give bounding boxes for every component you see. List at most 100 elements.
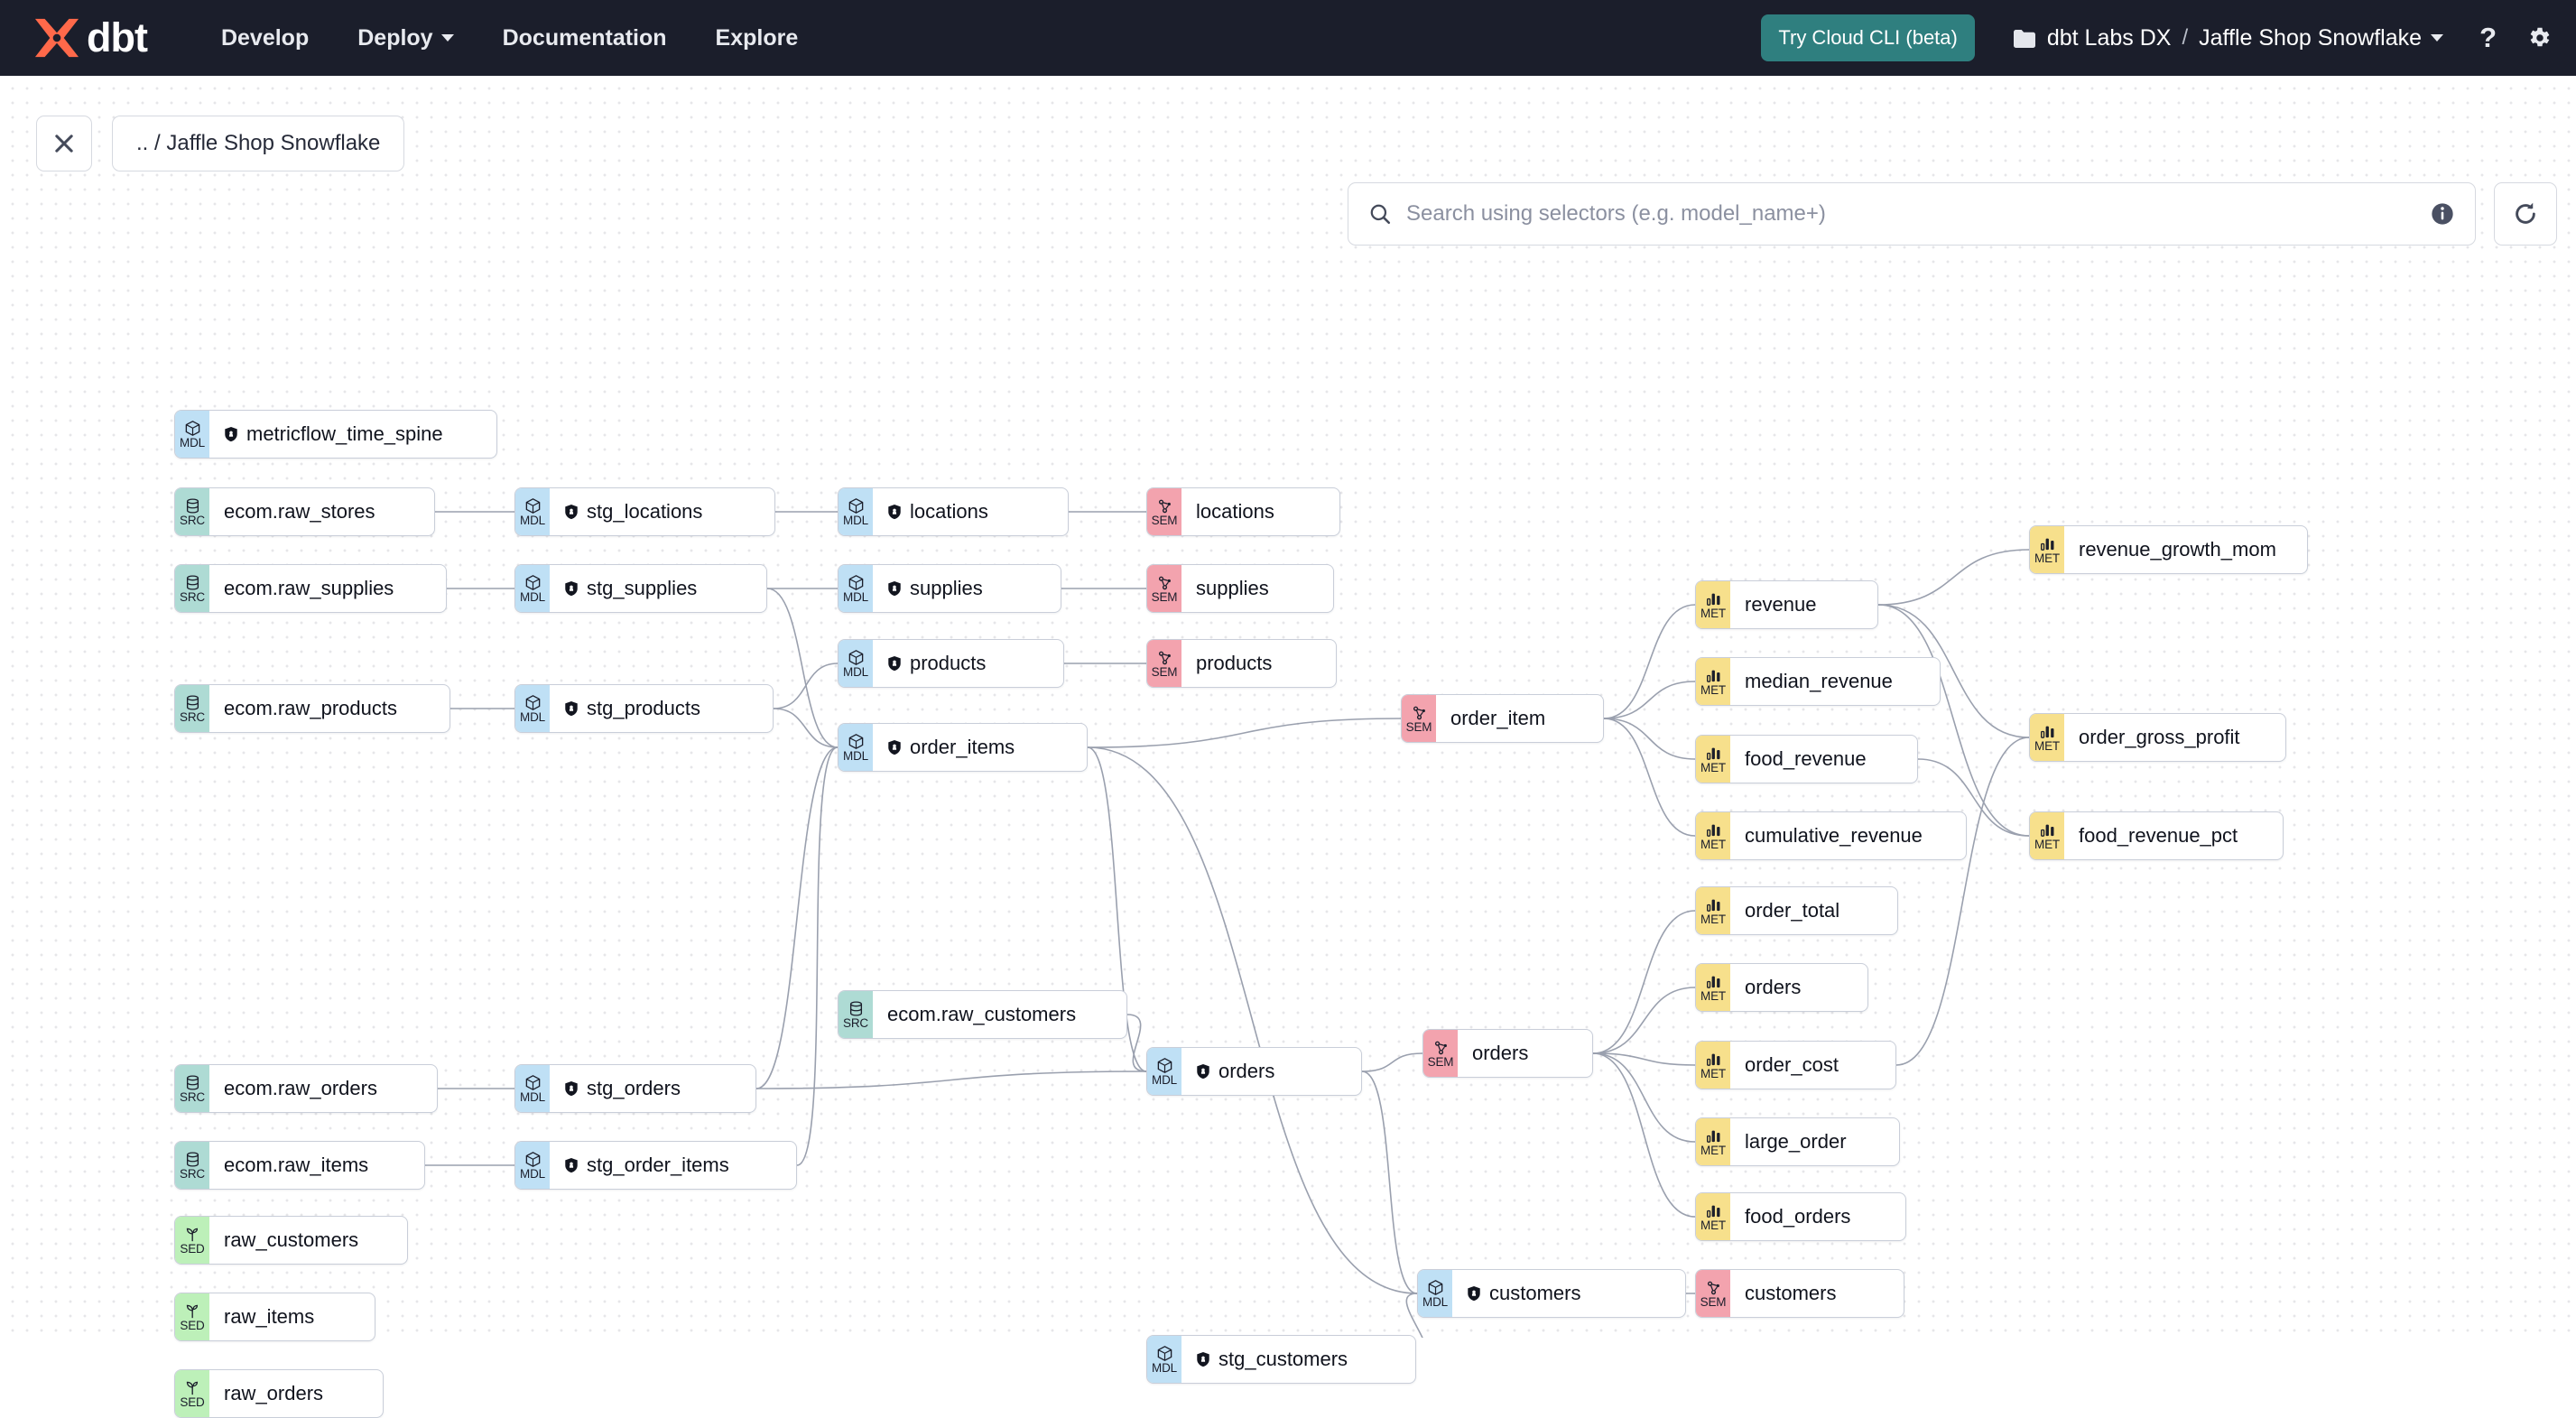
shield-icon	[1197, 1352, 1209, 1367]
node-body: food_revenue_pct	[2064, 812, 2254, 859]
badge-icon-wrap	[1705, 1278, 1722, 1296]
nav-link-documentation[interactable]: Documentation	[503, 25, 667, 51]
node-body: large_order	[1730, 1118, 1863, 1165]
node-label: supplies	[1196, 577, 1269, 599]
contracted-shield-icon	[887, 504, 902, 520]
node-body: order_gross_profit	[2064, 714, 2256, 761]
close-button[interactable]	[36, 116, 92, 171]
try-cloud-cli-button[interactable]: Try Cloud CLI (beta)	[1761, 14, 1975, 61]
seedling-icon	[186, 1304, 198, 1319]
node-body: ecom.raw_orders	[209, 1065, 394, 1112]
dbt-logo[interactable]: dbt	[31, 14, 148, 61]
lineage-graph-canvas[interactable]: .. / Jaffle Shop Snowflake MDLmetricflow…	[0, 76, 2576, 1418]
info-icon[interactable]	[2430, 201, 2455, 227]
node-label: order_items	[910, 736, 1015, 758]
nav-link-deploy[interactable]: Deploy	[357, 25, 454, 51]
node-label: order_total	[1745, 899, 1840, 922]
node-type-label: MET	[1700, 1219, 1726, 1232]
bar-chart-icon	[1706, 670, 1719, 682]
account-project-breadcrumb: dbt Labs DX / Jaffle Shop Snowflake	[2013, 24, 2444, 51]
node-body: food_revenue	[1730, 736, 1883, 783]
node-body: products	[1181, 640, 1288, 687]
network-graph-icon	[1413, 706, 1425, 720]
gear-icon[interactable]	[2525, 24, 2553, 51]
account-name[interactable]: dbt Labs DX	[2046, 24, 2172, 51]
lineage-edge	[773, 708, 839, 748]
node-label: raw_orders	[224, 1382, 324, 1404]
lineage-edge	[1592, 1052, 1696, 1143]
node-label: stg_order_items	[587, 1154, 729, 1176]
help-icon[interactable]: ?	[2479, 22, 2497, 53]
nav-explore-label: Explore	[715, 24, 799, 51]
node-body: stg_products	[550, 685, 717, 732]
node-label: ecom.raw_orders	[224, 1077, 377, 1099]
cube-icon	[848, 498, 863, 514]
refresh-button[interactable]	[2494, 182, 2557, 246]
node-type-label: MET	[2034, 551, 2060, 565]
nav-link-develop[interactable]: Develop	[221, 25, 309, 51]
cube-icon	[848, 575, 863, 590]
node-type-label: MET	[1700, 1144, 1726, 1157]
chevron-down-icon	[2431, 34, 2444, 42]
search-bar[interactable]	[1348, 182, 2476, 246]
nav-link-explore[interactable]: Explore	[716, 25, 799, 51]
node-type-label: SEM	[1151, 665, 1178, 679]
node-label: stg_products	[587, 697, 700, 719]
node-type-badge-met: MET	[1696, 1193, 1730, 1240]
lineage-edge	[1877, 604, 2030, 837]
graph-node-met_large_order[interactable]: MET large_order	[1695, 1117, 1900, 1166]
node-body: orders	[1181, 1048, 1291, 1095]
node-type-label: MDL	[843, 514, 868, 527]
node-label: median_revenue	[1745, 670, 1893, 692]
graph-node-met_revenue_growth_mom[interactable]: MET revenue_growth_mom	[2029, 525, 2308, 574]
node-body: ecom.raw_products	[209, 685, 413, 732]
search-input[interactable]	[1406, 201, 2430, 227]
project-selector[interactable]: Jaffle Shop Snowflake	[2199, 25, 2444, 51]
node-type-badge-src: SRC	[839, 991, 873, 1038]
node-type-label: MDL	[1152, 1361, 1177, 1375]
graph-breadcrumb-chip[interactable]: .. / Jaffle Shop Snowflake	[112, 116, 405, 171]
node-body: revenue_growth_mom	[2064, 526, 2293, 573]
node-type-badge-mdl: MDL	[515, 488, 550, 535]
shield-icon	[888, 740, 901, 755]
node-label: ecom.raw_supplies	[224, 577, 394, 599]
